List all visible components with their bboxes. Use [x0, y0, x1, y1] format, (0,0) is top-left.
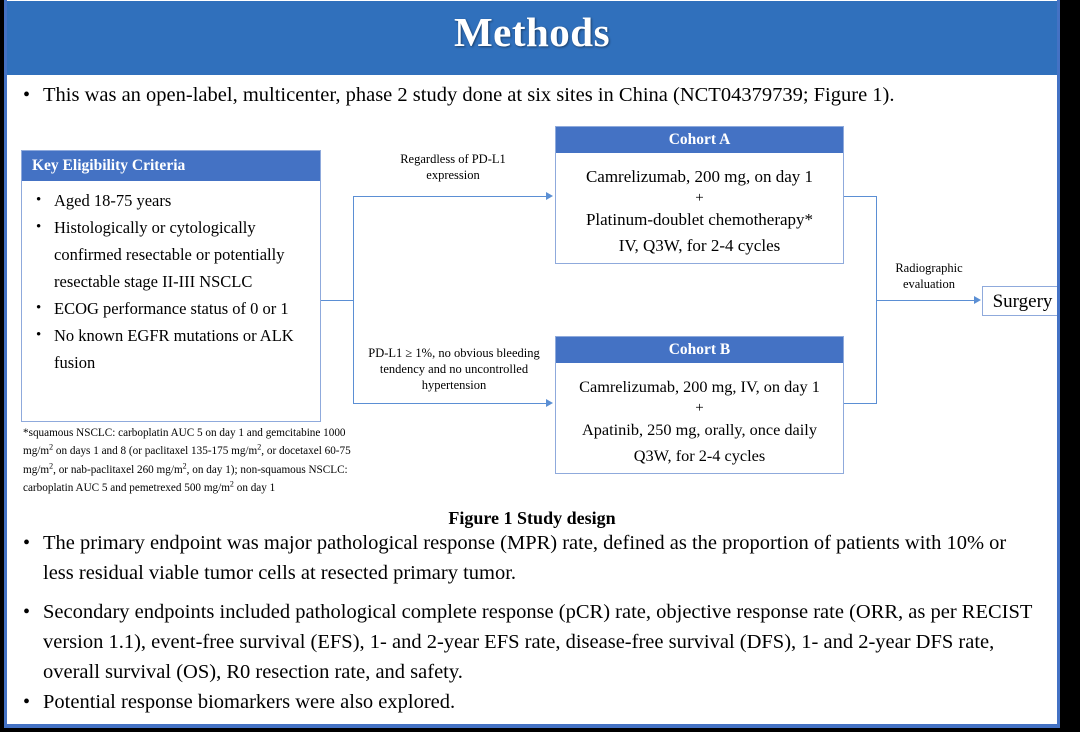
figure-caption: Figure 1 Study design [448, 508, 616, 528]
arrow-label-bottom: PD-L1 ≥ 1%, no obvious bleeding tendency… [368, 346, 540, 392]
cohort-a-box: Cohort A Camrelizumab, 200 mg, on day 1 … [555, 126, 844, 264]
cohort-b-line1: Camrelizumab, 200 mg, IV, on day 1 [579, 377, 820, 396]
connector-stub-cohort-b [844, 403, 876, 404]
cohort-b-header: Cohort B [556, 337, 843, 363]
intro-bullet: • This was an open-label, multicenter, p… [23, 80, 1047, 110]
endpoint-bullet-3-text: Potential response biomarkers were also … [43, 691, 456, 713]
arrow-label-right: Radiographic evaluation [895, 261, 963, 291]
connector-to-cohort-a [353, 196, 547, 197]
list-item: • ECOG performance status of 0 or 1 [30, 295, 314, 322]
connector-vertical-left [353, 196, 354, 404]
cohort-a-line3: IV, Q3W, for 2-4 cycles [618, 236, 781, 255]
cohort-b-plus: + [695, 400, 704, 416]
eligibility-item-text: Histologically or cytologically confirme… [54, 218, 285, 291]
surgery-label: Surgery [992, 291, 1053, 312]
bullet-glyph: • [23, 84, 31, 106]
list-item: • Aged 18-75 years [30, 187, 314, 214]
list-item: • Histologically or cytologically confirm… [30, 214, 314, 295]
cohort-b-body: Camrelizumab, 200 mg, IV, on day 1 + Apa… [556, 363, 843, 469]
bullet-glyph: • [36, 327, 42, 343]
intro-bullet-text: This was an open-label, multicenter, pha… [43, 84, 895, 106]
eligibility-item-text: No known EGFR mutations or ALK fusion [54, 326, 294, 372]
eligibility-header: Key Eligibility Criteria [22, 151, 320, 181]
endpoint-bullet-3: • Potential response biomarkers were als… [23, 687, 1047, 717]
bullet-glyph: • [36, 300, 42, 316]
arrow-label-top: Regardless of PD-L1 expression [400, 152, 506, 182]
bullet-glyph: • [36, 192, 42, 208]
cohort-a-line2: Platinum-doublet chemotherapy* [585, 210, 814, 229]
endpoint-bullet-1-text: The primary endpoint was major pathologi… [43, 532, 1007, 584]
endpoint-bullet-2: • Secondary endpoints included pathologi… [23, 597, 1047, 687]
bullet-glyph: • [23, 691, 31, 713]
endpoint-bullet-2-text: Secondary endpoints included pathologica… [43, 601, 1033, 683]
arrowhead-cohort-b-icon [546, 399, 553, 407]
page-title: Methods [453, 9, 611, 55]
list-item: • No known EGFR mutations or ALK fusion [30, 322, 314, 376]
connector-stub-left [321, 300, 353, 301]
connector-to-surgery [876, 300, 975, 301]
eligibility-criteria-box: Key Eligibility Criteria • Aged 18-75 yea… [21, 150, 321, 422]
connector-to-cohort-b [353, 403, 547, 404]
eligibility-list: • Aged 18-75 years • Histologically or cyt… [22, 181, 320, 376]
bullet-glyph: • [23, 532, 31, 554]
arrowhead-cohort-a-icon [546, 192, 553, 200]
chemo-footnote: *squamous NSCLC: carboplatin AUC 5 on da… [23, 426, 353, 496]
eligibility-item-text: Aged 18-75 years [54, 191, 172, 210]
cohort-b-line3: Q3W, for 2-4 cycles [633, 446, 766, 465]
eligibility-item-text: ECOG performance status of 0 or 1 [54, 299, 289, 318]
slide-canvas: Methods • This was an open-label, multic… [4, 0, 1060, 728]
cohort-b-line2: Apatinib, 250 mg, orally, once daily [582, 420, 817, 439]
surgery-box: Surgery [982, 286, 1057, 316]
cohort-a-plus: + [695, 190, 704, 206]
endpoint-bullet-1: • The primary endpoint was major patholo… [23, 528, 1047, 588]
bullet-glyph: • [23, 601, 31, 623]
bullet-glyph: • [36, 219, 42, 235]
connector-stub-cohort-a [844, 196, 876, 197]
cohort-a-header: Cohort A [556, 127, 843, 153]
arrowhead-surgery-icon [974, 296, 981, 304]
slide-title-bar: Methods [7, 1, 1057, 75]
cohort-a-line1: Camrelizumab, 200 mg, on day 1 [585, 167, 814, 186]
chemo-footnote-text: *squamous NSCLC: carboplatin AUC 5 on da… [23, 427, 351, 494]
cohort-b-box: Cohort B Camrelizumab, 200 mg, IV, on da… [555, 336, 844, 474]
cohort-a-body: Camrelizumab, 200 mg, on day 1 + Platinu… [556, 153, 843, 259]
